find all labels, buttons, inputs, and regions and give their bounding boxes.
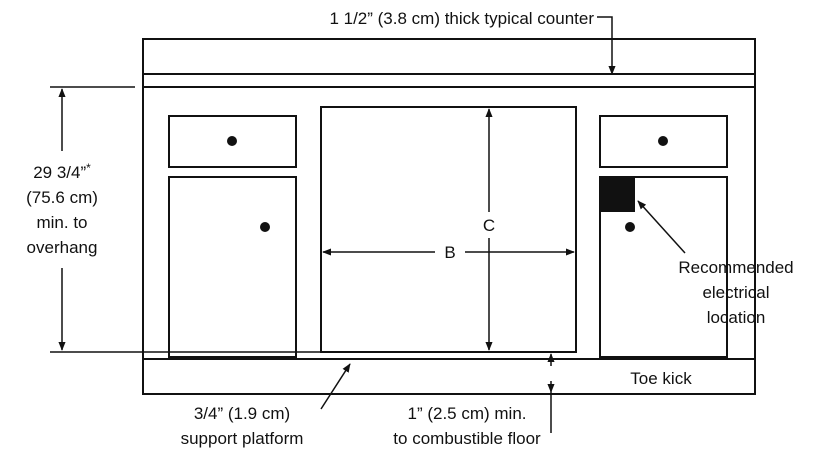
right-drawer-knob [658, 136, 668, 146]
left-drawer [168, 115, 297, 168]
height-label-4: overhang [27, 238, 98, 257]
left-drawer-knob [227, 136, 237, 146]
dimension-b: B [322, 243, 575, 262]
platform-label-1: 3/4” (1.9 cm) [194, 404, 290, 423]
left-cabinet [168, 115, 297, 358]
dim-b-label: B [444, 243, 455, 262]
right-door [599, 176, 728, 358]
height-dimension: 29 3/4”* (75.6 cm) min. to overhang [26, 86, 320, 353]
dimension-c: C [483, 108, 495, 351]
dim-c-label: C [483, 216, 495, 235]
electrical-callout: Recommended electrical location [637, 200, 794, 327]
cabinet-frame [142, 38, 756, 395]
right-cabinet [599, 115, 728, 358]
platform-callout: 3/4” (1.9 cm) support platform [181, 363, 351, 448]
height-label-2: (75.6 cm) [26, 188, 98, 207]
electrical-label-3: location [707, 308, 766, 327]
height-asterisk: * [86, 161, 91, 175]
electrical-arrow [637, 200, 686, 254]
oven-opening [320, 106, 577, 353]
electrical-label-2: electrical [702, 283, 769, 302]
counter-arrow [597, 16, 616, 75]
left-door-knob [260, 222, 270, 232]
left-door [168, 176, 297, 358]
toe-kick-label: Toe kick [630, 369, 692, 388]
floor-label-1: 1” (2.5 cm) min. [407, 404, 526, 423]
electrical-box [600, 177, 635, 212]
electrical-label-1: Recommended [678, 258, 793, 277]
height-label-1: 29 3/4” [33, 163, 86, 182]
counter-thickness-label: 1 1/2” (3.8 cm) thick typical counter [329, 9, 594, 28]
floor-label-2: to combustible floor [393, 429, 541, 448]
height-label-3: min. to [36, 213, 87, 232]
platform-label-2: support platform [181, 429, 304, 448]
svg-text:29 3/4”*: 29 3/4”* [33, 161, 91, 182]
counter-callout: 1 1/2” (3.8 cm) thick typical counter [329, 9, 616, 75]
platform-arrow [320, 363, 351, 410]
right-drawer [599, 115, 728, 168]
right-door-knob [625, 222, 635, 232]
cabinet-outline [142, 38, 756, 395]
floor-callout: 1” (2.5 cm) min. to combustible floor [393, 353, 555, 448]
